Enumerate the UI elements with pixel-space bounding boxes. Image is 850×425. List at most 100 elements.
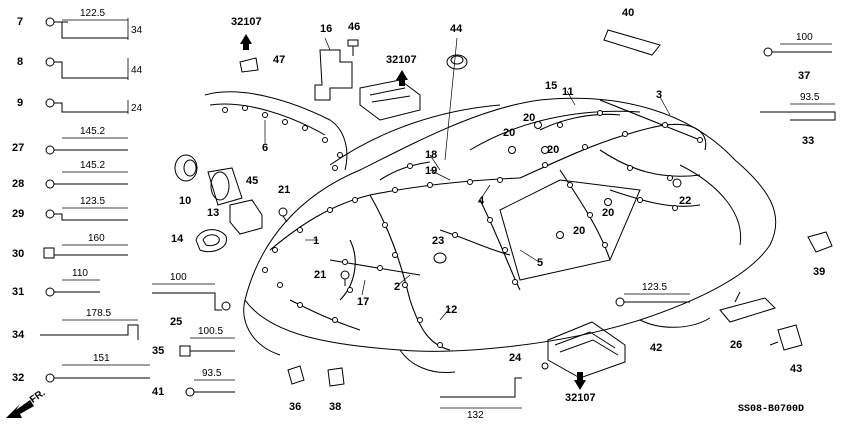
dim-37-length: 100 xyxy=(796,32,813,43)
callout-43: 43 xyxy=(790,363,803,375)
dimension-lines xyxy=(62,18,835,409)
part-13-boot xyxy=(207,167,243,206)
dim-35-length: 100.5 xyxy=(198,326,224,337)
callout-15: 15 xyxy=(545,80,558,92)
dim-7-length: 122.5 xyxy=(80,8,106,19)
callout-11: 11 xyxy=(562,86,574,98)
part-39-clip xyxy=(807,231,833,253)
callout-9: 9 xyxy=(17,97,24,109)
callout-14: 14 xyxy=(171,233,184,245)
callout-36: 36 xyxy=(289,401,302,413)
part-38-clip xyxy=(327,367,345,387)
dim-28-length: 145.2 xyxy=(80,160,106,171)
part-44-grommet xyxy=(446,54,468,70)
callout-18: 18 xyxy=(425,149,438,161)
callout-23: 23 xyxy=(432,235,445,247)
dim-25-length: 100 xyxy=(170,272,187,283)
callout-27: 27 xyxy=(12,142,25,154)
callout-37: 37 xyxy=(798,70,811,82)
dim-33-length: 93.5 xyxy=(800,92,820,103)
callout-25: 25 xyxy=(170,316,183,328)
callout-41: 41 xyxy=(152,386,165,398)
fuse-box-top xyxy=(359,79,421,121)
part-6-dash-harness xyxy=(204,91,348,171)
harness-lines xyxy=(269,99,707,351)
dim-29-length: 123.5 xyxy=(80,196,106,207)
callout-2: 2 xyxy=(394,281,401,293)
callout-35: 35 xyxy=(152,345,165,357)
dim-42-length: 123.5 xyxy=(642,282,668,293)
callout-21-a: 21 xyxy=(278,184,291,196)
front-arrow-icon xyxy=(6,400,34,418)
car-body-outline xyxy=(243,97,777,374)
ref-32107-top-left: 32107 xyxy=(231,16,262,28)
clip-parts-left xyxy=(40,17,836,398)
part-10-cap xyxy=(174,154,198,182)
part-46-bolt xyxy=(347,39,359,56)
callout-13: 13 xyxy=(207,207,220,219)
callout-34: 34 xyxy=(12,329,25,341)
ref-32107-top: 32107 xyxy=(386,54,417,66)
ref-32107-bottom: 32107 xyxy=(565,392,596,404)
callout-29: 29 xyxy=(12,208,25,220)
part-45-relay xyxy=(229,199,263,235)
callout-45: 45 xyxy=(246,175,259,187)
dim-34-length: 178.5 xyxy=(86,308,112,319)
dim-27-length: 145.2 xyxy=(80,126,106,137)
part-22-clip xyxy=(672,178,682,188)
dim-41-length: 93.5 xyxy=(202,368,222,379)
callout-8: 8 xyxy=(17,56,24,68)
callout-4: 4 xyxy=(478,195,485,207)
callout-20-d: 20 xyxy=(602,207,615,219)
callout-20-a: 20 xyxy=(523,112,536,124)
part-40-bracket xyxy=(603,29,661,56)
callout-20-e: 20 xyxy=(573,225,586,237)
callout-46: 46 xyxy=(348,21,361,33)
callout-6: 6 xyxy=(262,142,269,154)
part-21-screw xyxy=(278,207,350,286)
part-43-clip xyxy=(769,324,803,351)
callout-33: 33 xyxy=(802,135,815,147)
callout-17: 17 xyxy=(357,296,370,308)
callout-44: 44 xyxy=(450,23,463,35)
part-23-grommet xyxy=(433,252,447,264)
callout-16: 16 xyxy=(320,23,333,35)
callout-32: 32 xyxy=(12,372,25,384)
callout-31: 31 xyxy=(12,286,25,298)
fuse-box-bottom xyxy=(541,321,626,379)
part-26-bracket xyxy=(719,291,776,323)
callout-1: 1 xyxy=(313,235,320,247)
callout-20-c: 20 xyxy=(547,144,560,156)
callout-42: 42 xyxy=(650,342,663,354)
dim-24-length: 132 xyxy=(467,410,484,421)
dim-32-length: 151 xyxy=(93,353,110,364)
callout-19: 19 xyxy=(425,165,438,177)
callout-38: 38 xyxy=(329,401,342,413)
dim-7-height: 34 xyxy=(131,25,143,36)
harness-connectors xyxy=(262,110,703,348)
part-16-bracket xyxy=(314,49,353,101)
part-14-grommet xyxy=(195,229,228,253)
callout-28: 28 xyxy=(12,178,25,190)
dim-9-height: 24 xyxy=(131,103,143,114)
reference-arrows xyxy=(240,34,586,390)
callout-39: 39 xyxy=(813,266,826,278)
callout-22: 22 xyxy=(679,195,692,207)
callout-12: 12 xyxy=(445,304,458,316)
part-36-clip xyxy=(287,365,305,385)
callout-21-b: 21 xyxy=(314,269,327,281)
callout-40: 40 xyxy=(622,7,635,19)
callout-5: 5 xyxy=(537,257,544,269)
part-20-bolts xyxy=(508,121,612,239)
diagram-code: SS08-B0700D xyxy=(738,404,805,415)
callout-26: 26 xyxy=(730,339,743,351)
callout-20-b: 20 xyxy=(503,127,516,139)
part-47-clip xyxy=(239,57,259,73)
callout-7: 7 xyxy=(17,16,24,28)
leader-lines xyxy=(264,37,671,321)
dim-31-length: 110 xyxy=(72,268,88,279)
dim-8-height: 44 xyxy=(131,65,143,76)
callout-24: 24 xyxy=(509,352,522,364)
callout-47: 47 xyxy=(273,54,286,66)
